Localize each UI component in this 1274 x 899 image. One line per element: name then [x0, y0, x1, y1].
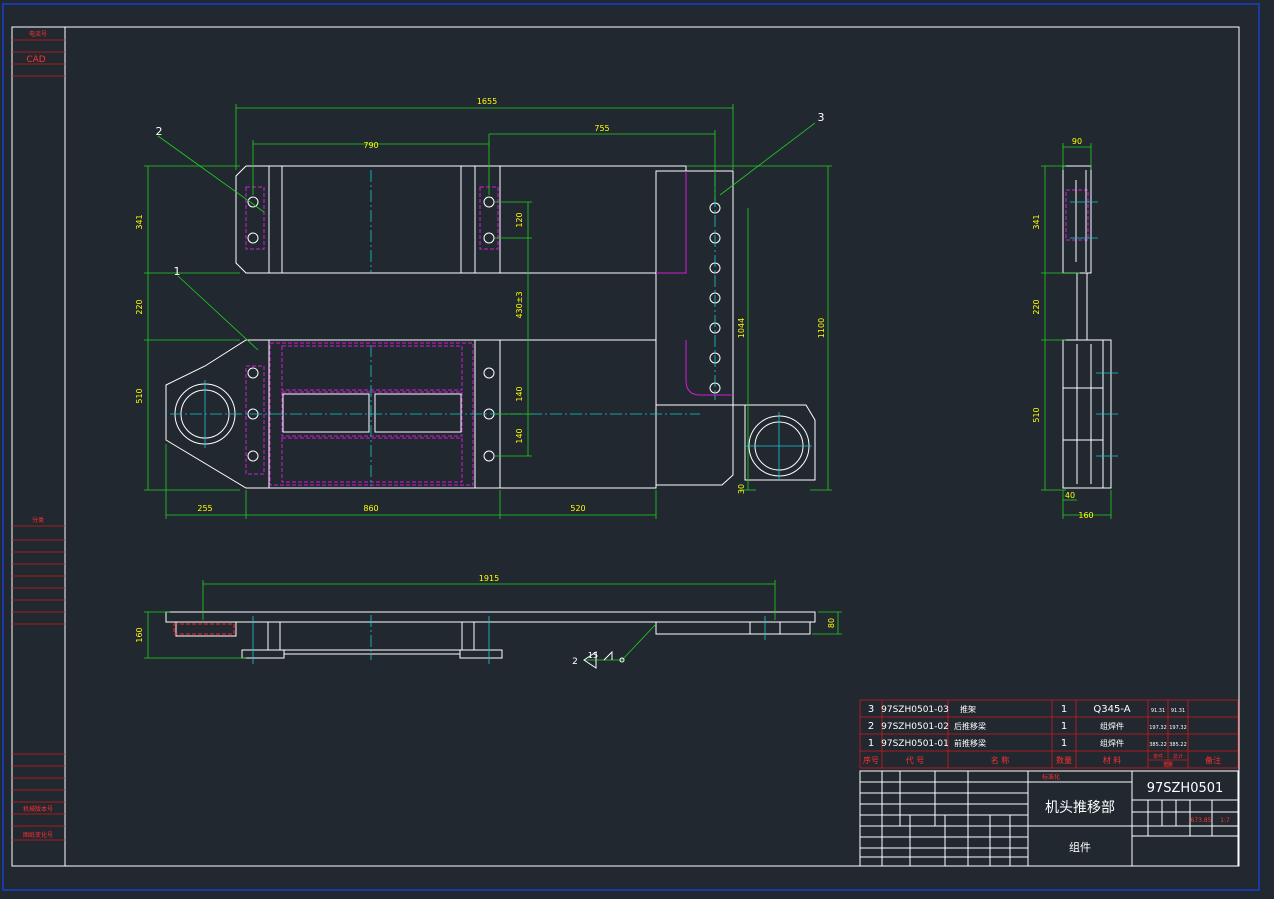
- title-scale: 1:7: [1220, 817, 1230, 824]
- dim-30: 30: [737, 484, 746, 494]
- bom-row-1-qty: 1: [1061, 738, 1067, 749]
- bom-row-1-w1: 385.22: [1149, 742, 1167, 748]
- leader-label-1: 1: [174, 265, 181, 278]
- bom-row-2-code: 97SZH0501-02: [881, 722, 949, 732]
- bottom-dim-80: 80: [827, 618, 836, 628]
- bom-row-1-w2: 385.22: [1169, 742, 1187, 748]
- outer-frame: [2, 3, 1260, 891]
- bom-header-w1: 单件: [1153, 753, 1163, 760]
- bom-row-3-material: Q345-A: [1093, 704, 1130, 715]
- bom-row-3-w1: 91.31: [1151, 708, 1165, 714]
- dim-140b: 140: [515, 428, 524, 443]
- bom-header-w2: 总计: [1173, 753, 1183, 760]
- dim-120: 120: [515, 212, 524, 227]
- weld-size-label: 15: [588, 651, 598, 660]
- dim-140a: 140: [515, 386, 524, 401]
- leader-label-2: 2: [156, 125, 163, 138]
- dim-790: 790: [363, 141, 378, 150]
- title-weight: 673.85: [1191, 817, 1212, 824]
- dim-1044: 1044: [737, 318, 746, 338]
- bom-header-qty: 数量: [1056, 755, 1072, 765]
- part-name: 机头推移部: [1045, 800, 1115, 816]
- dim-1100: 1100: [817, 318, 826, 338]
- bom-header-code: 代 号: [906, 755, 925, 765]
- bom-row-3-qty: 1: [1061, 704, 1067, 715]
- bottom-view: 1915 160 80 2 15: [135, 574, 842, 669]
- bom-header-weight: 重量: [1163, 761, 1173, 768]
- bom-row-1-material: 组焊件: [1100, 738, 1124, 748]
- drawing-number: 97SZH0501: [1147, 781, 1224, 796]
- inner-frame: [11, 26, 1240, 867]
- bom-header-note: 备注: [1205, 755, 1221, 765]
- dim-255: 255: [197, 504, 212, 513]
- side-dim-160: 160: [1078, 511, 1093, 520]
- side-view: 90 341 220 510 40 160: [1032, 137, 1118, 520]
- bom-row-3-code: 97SZH0501-03: [881, 705, 949, 715]
- dim-860: 860: [363, 504, 378, 513]
- left-top-label: 电流号: [29, 30, 47, 38]
- left-bottom-label-2: 图纸变化号: [23, 831, 53, 839]
- bom-row-2-w2: 197.32: [1169, 725, 1187, 731]
- bom-row-1-code: 97SZH0501-01: [881, 739, 949, 749]
- title-block: 标准化 97SZH0501 机头推移部 组件 673.85 1:7: [859, 770, 1239, 867]
- bom-header-no: 序号: [863, 755, 879, 765]
- bom-header-name: 名 称: [991, 755, 1010, 765]
- bom-row-1-no: 1: [868, 738, 874, 749]
- dim-341: 341: [135, 214, 144, 229]
- left-bottom-label-1: 机械版本号: [23, 805, 53, 813]
- dim-220: 220: [135, 299, 144, 314]
- dim-520: 520: [570, 504, 585, 513]
- side-dim-510: 510: [1032, 407, 1041, 422]
- left-title-strip: 电流号 CAD 分类 机械版本号 图纸变化号: [12, 30, 65, 841]
- dim-755: 755: [594, 124, 609, 133]
- bom-row-3-no: 3: [868, 704, 874, 715]
- leader-label-3: 3: [818, 111, 825, 124]
- bom-row-2-w1: 197.32: [1149, 725, 1167, 731]
- side-dim-40: 40: [1065, 491, 1075, 500]
- bom-table: 3 97SZH0501-03 推架 1 Q345-A 91.31 91.31 2…: [859, 699, 1239, 769]
- bom-row-2-no: 2: [868, 721, 874, 732]
- dim-430: 430±3: [515, 291, 524, 318]
- bottom-dim-1915: 1915: [479, 574, 499, 583]
- bottom-dim-160: 160: [135, 627, 144, 642]
- left-mid-label: 分类: [32, 516, 44, 524]
- bom-header-material: 材 料: [1103, 755, 1122, 765]
- side-dim-90: 90: [1072, 137, 1082, 146]
- dim-510: 510: [135, 388, 144, 403]
- bom-row-2-material: 组焊件: [1100, 721, 1124, 731]
- bom-row-2-name: 后推移梁: [954, 721, 986, 731]
- weld-ref-label: 2: [572, 657, 578, 667]
- bom-row-2-qty: 1: [1061, 721, 1067, 732]
- bom-row-3-w2: 91.31: [1171, 708, 1185, 714]
- title-marker-label: 标准化: [1042, 773, 1060, 781]
- front-view: 1655 790 755 341 220 510 120 430±3 140 1…: [135, 97, 832, 519]
- part-type: 组件: [1069, 840, 1091, 854]
- left-cad-label: CAD: [26, 55, 45, 65]
- bom-row-1-name: 前推移梁: [954, 738, 986, 748]
- side-dim-341: 341: [1032, 214, 1041, 229]
- bom-row-3-name: 推架: [960, 704, 976, 714]
- dim-1655: 1655: [477, 97, 497, 106]
- side-dim-220: 220: [1032, 299, 1041, 314]
